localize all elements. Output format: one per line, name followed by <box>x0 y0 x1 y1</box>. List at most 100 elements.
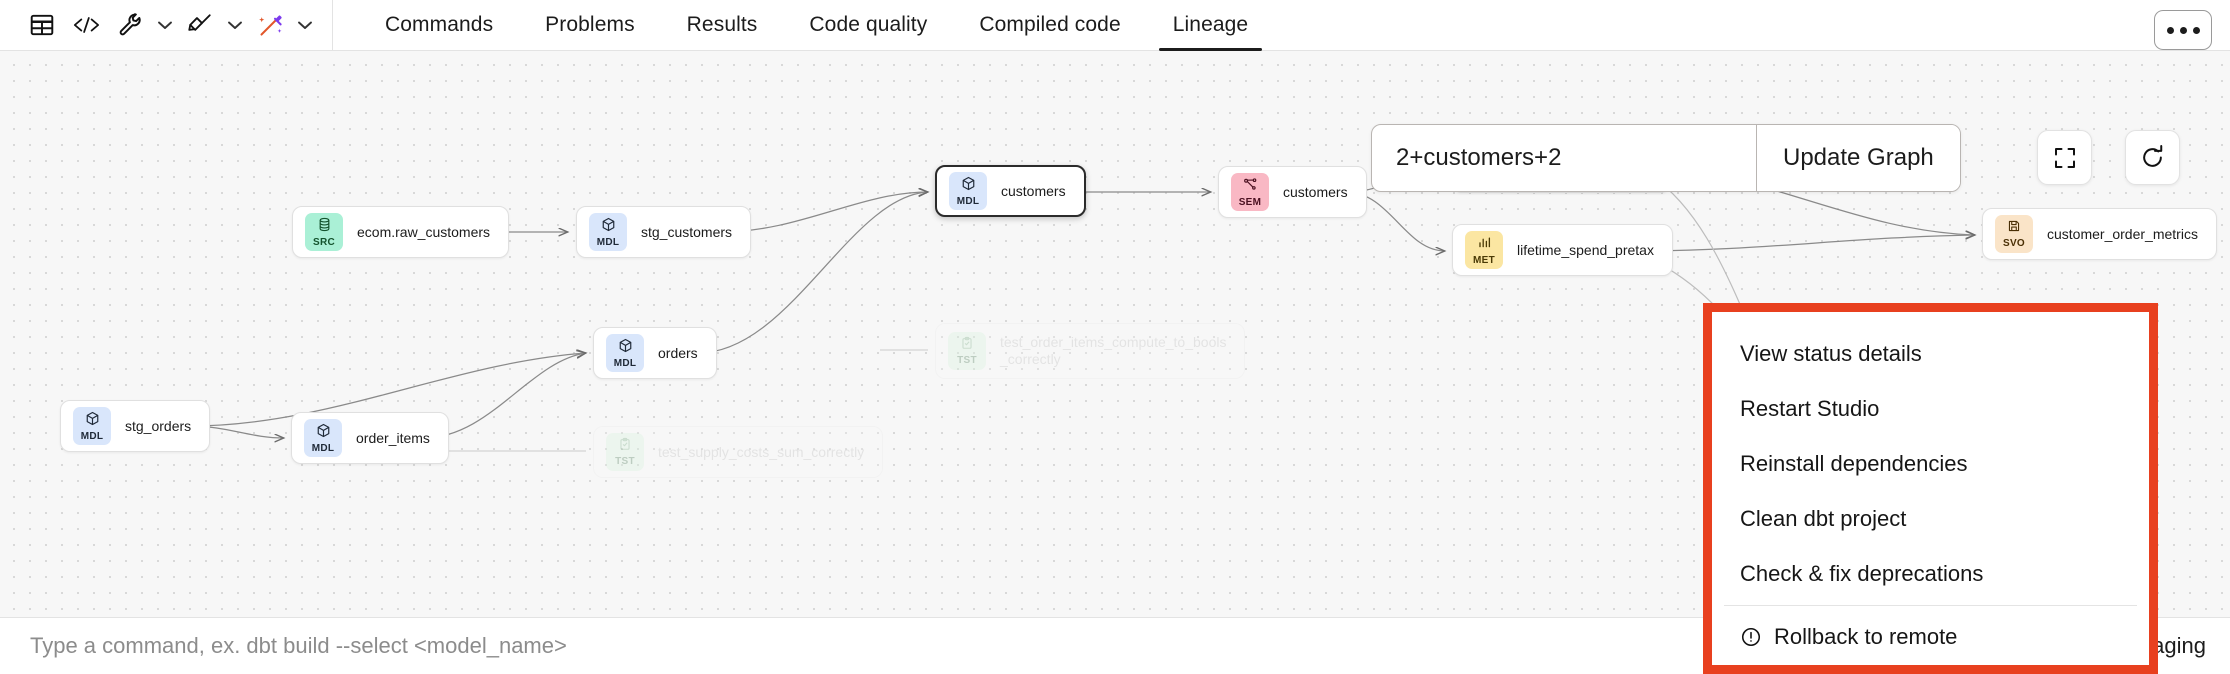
node-label: test_supply_costs_sum_correctly <box>658 443 865 460</box>
menu-item-label: Rollback to remote <box>1774 624 1958 650</box>
saved-query-icon <box>2007 219 2021 237</box>
cube-icon <box>85 411 100 430</box>
ai-chevron-down-icon[interactable] <box>292 5 318 45</box>
clipboard-check-icon <box>960 336 974 354</box>
lineage-search-bar: Update Graph <box>1371 124 1961 192</box>
lineage-node-customers-model[interactable]: MDL customers <box>935 165 1086 217</box>
lineage-node-stg-customers[interactable]: MDL stg_customers <box>576 206 752 258</box>
node-type-badge-src: SRC <box>305 213 343 251</box>
node-label: test_order_items_compute_to_bools _corre… <box>1000 334 1227 367</box>
badge-text: MDL <box>596 236 620 248</box>
badge-text: MDL <box>956 195 980 207</box>
semantic-graph-icon <box>1243 177 1258 196</box>
menu-item-label: Restart Studio <box>1740 395 1880 421</box>
node-label: ecom.raw_customers <box>357 223 491 240</box>
node-label: lifetime_spend_pretax <box>1517 241 1654 258</box>
badge-text: SVO <box>2002 238 2026 249</box>
lineage-node-lifetime-spend-pretax[interactable]: MET lifetime_spend_pretax <box>1452 224 1673 276</box>
tab-commands[interactable]: Commands <box>385 13 494 36</box>
code-icon[interactable] <box>64 5 108 45</box>
cube-icon <box>961 176 976 195</box>
badge-text: SEM <box>1238 196 1262 208</box>
dot-2 <box>2179 26 2187 34</box>
node-label: stg_customers <box>641 223 733 240</box>
badge-text: SRC <box>312 236 335 248</box>
lineage-node-order-items[interactable]: MDL order_items <box>291 412 449 464</box>
node-type-badge-met: MET <box>1465 231 1503 269</box>
menu-item-label: View status details <box>1740 340 1922 366</box>
node-label: stg_orders <box>125 417 192 434</box>
tab-bar: Commands Problems Results Code quality C… <box>333 0 1274 51</box>
node-label: orders <box>658 344 698 361</box>
lineage-node-customer-order-metrics[interactable]: SVO customer_order_metrics <box>1982 208 2217 260</box>
table-view-icon[interactable] <box>20 5 64 45</box>
node-type-badge-tst: TST <box>948 332 986 370</box>
node-type-badge-sem: SEM <box>1231 173 1269 211</box>
node-label: order_items <box>356 429 430 446</box>
magic-wand-icon[interactable] <box>248 5 292 45</box>
refresh-icon[interactable] <box>2125 130 2180 185</box>
fit-screen-icon[interactable] <box>2037 130 2092 185</box>
menu-item-view-status-details[interactable]: View status details <box>1712 326 2149 381</box>
menu-item-check-fix-deprecations[interactable]: Check & fix deprecations <box>1712 546 2149 601</box>
menu-item-clean-dbt-project[interactable]: Clean dbt project <box>1712 491 2149 546</box>
update-graph-button[interactable]: Update Graph <box>1756 125 1960 191</box>
clean-group <box>178 5 248 45</box>
node-type-badge-mdl: MDL <box>949 172 987 210</box>
tab-problems[interactable]: Problems <box>545 13 635 36</box>
node-type-badge-mdl: MDL <box>589 213 627 251</box>
tab-compiled-code[interactable]: Compiled code <box>979 13 1121 36</box>
node-type-badge-mdl: MDL <box>73 407 111 445</box>
lineage-node-orders[interactable]: MDL orders <box>593 327 717 379</box>
toolbar-icon-group <box>0 0 333 51</box>
node-type-badge-tst: TST <box>606 433 644 471</box>
warning-circle-icon <box>1740 626 1762 648</box>
database-icon <box>317 217 332 236</box>
cube-icon <box>618 338 633 357</box>
node-type-badge-mdl: MDL <box>606 334 644 372</box>
broom-chevron-down-icon[interactable] <box>222 5 248 45</box>
dot-3 <box>2192 26 2200 34</box>
menu-item-restart-studio[interactable]: Restart Studio <box>1712 381 2149 436</box>
node-type-badge-mdl: MDL <box>304 419 342 457</box>
lineage-node-customers-semantic[interactable]: SEM customers <box>1218 166 1367 218</box>
node-label: customers <box>1001 182 1066 199</box>
wrench-chevron-down-icon[interactable] <box>152 5 178 45</box>
menu-item-label: Clean dbt project <box>1740 505 1907 531</box>
lineage-node-test-order-items[interactable]: TST test_order_items_compute_to_bools _c… <box>935 323 1246 379</box>
badge-text: TST <box>957 355 977 366</box>
lineage-node-ecom-raw-customers[interactable]: SRC ecom.raw_customers <box>292 206 510 258</box>
badge-text: MDL <box>613 357 637 369</box>
command-input[interactable] <box>0 633 1973 659</box>
ellipsis-icon[interactable] <box>2154 10 2212 50</box>
node-label: customers <box>1283 183 1348 200</box>
broom-icon[interactable] <box>178 5 222 45</box>
menu-separator <box>1724 605 2137 606</box>
cube-icon <box>316 423 331 442</box>
build-tools-group <box>108 5 178 45</box>
badge-text: TST <box>615 456 635 467</box>
cube-icon <box>601 217 616 236</box>
node-label: customer_order_metrics <box>2047 225 2198 242</box>
context-menu-highlight: View status details Restart Studio Reins… <box>1703 303 2158 674</box>
dot-1 <box>2166 26 2174 34</box>
badge-text: MET <box>1472 254 1495 266</box>
lineage-search-input[interactable] <box>1372 125 1756 191</box>
tab-results[interactable]: Results <box>686 13 758 36</box>
app-header: Commands Problems Results Code quality C… <box>0 0 2230 51</box>
tab-code-quality[interactable]: Code quality <box>809 13 928 36</box>
tab-lineage[interactable]: Lineage <box>1147 0 1274 51</box>
ai-assist-group <box>248 5 318 45</box>
node-type-badge-svo: SVO <box>1995 215 2033 253</box>
lineage-node-test-supply-costs[interactable]: TST test_supply_costs_sum_correctly <box>593 426 884 478</box>
menu-item-label: Reinstall dependencies <box>1740 450 1968 476</box>
badge-text: MDL <box>80 430 104 442</box>
menu-item-reinstall-dependencies[interactable]: Reinstall dependencies <box>1712 436 2149 491</box>
lineage-node-stg-orders[interactable]: MDL stg_orders <box>60 400 211 452</box>
menu-item-rollback-to-remote[interactable]: Rollback to remote <box>1712 610 2149 665</box>
menu-item-label: Check & fix deprecations <box>1740 560 1984 586</box>
wrench-icon[interactable] <box>108 5 152 45</box>
clipboard-check-icon <box>618 437 632 455</box>
badge-text: MDL <box>311 442 335 454</box>
